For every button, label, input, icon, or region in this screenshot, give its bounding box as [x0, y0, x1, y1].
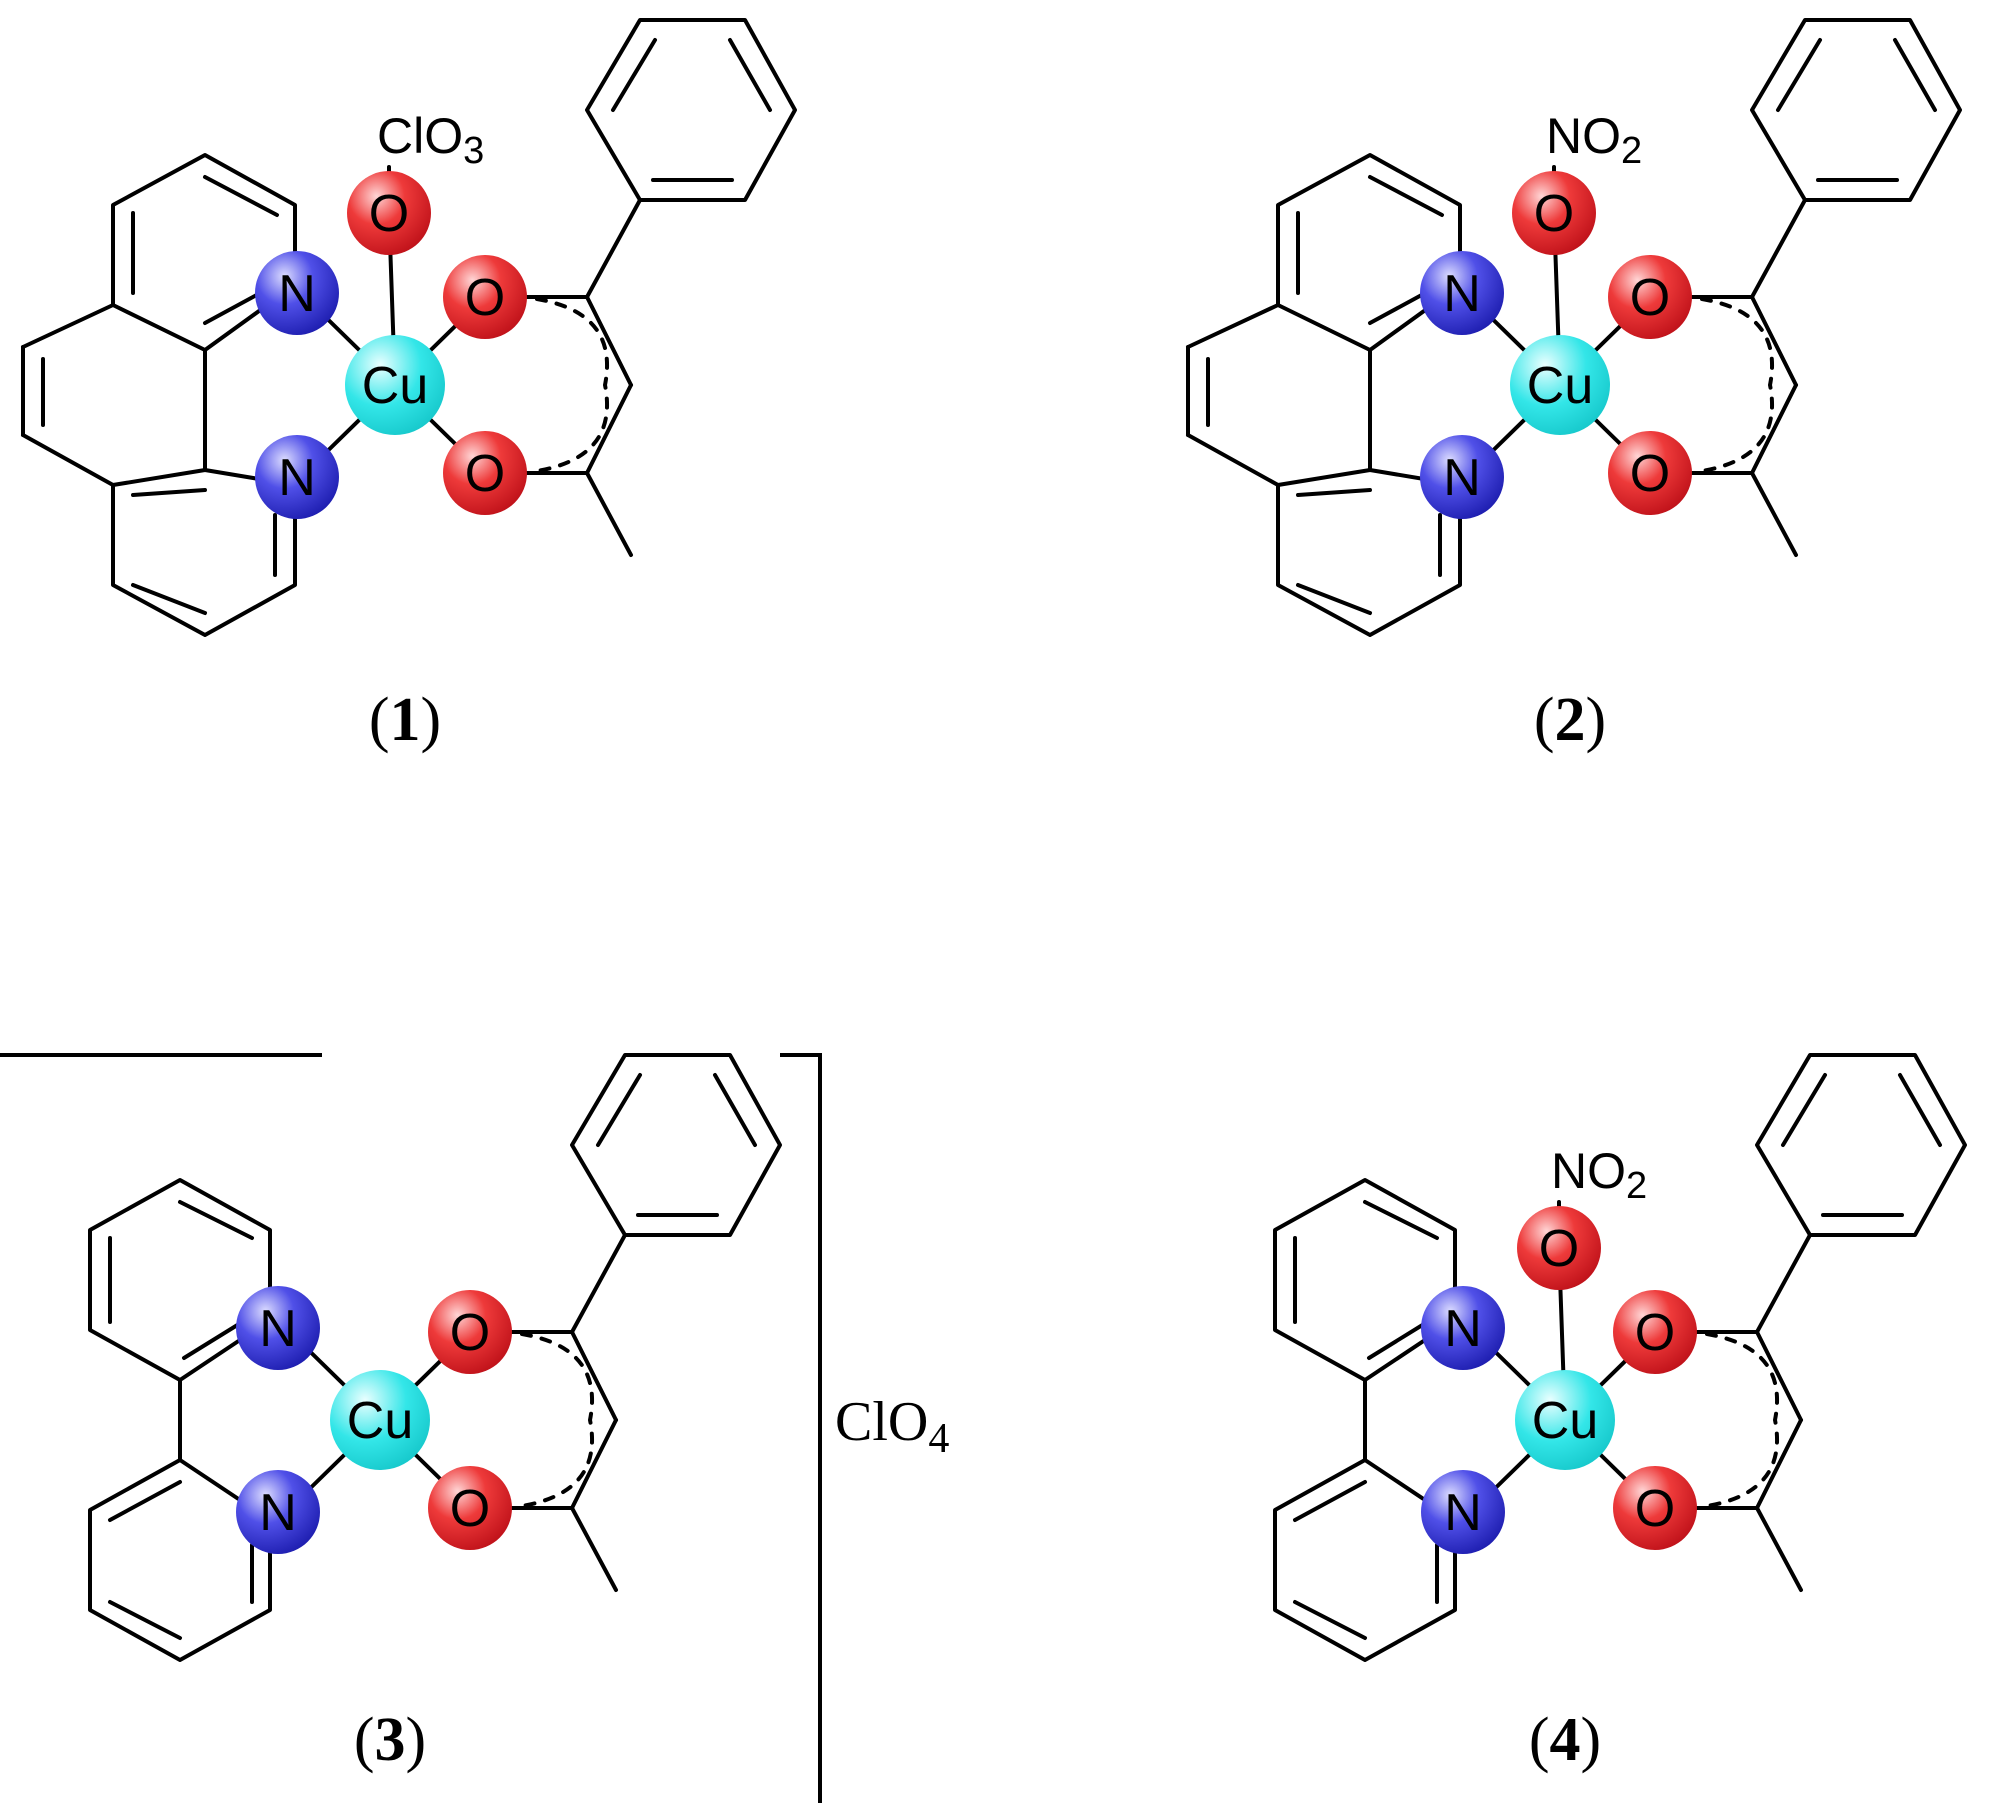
oxygen-label: O: [369, 185, 409, 243]
oxygen-atom: [1608, 255, 1692, 339]
oxygen-axial-atom: [1512, 171, 1596, 255]
nitrogen-atom: [1420, 435, 1504, 519]
oxygen-atom: [428, 1466, 512, 1550]
nitrogen-label: N: [278, 265, 316, 323]
nitrogen-atom: [236, 1470, 320, 1554]
oxygen-label: O: [465, 269, 505, 327]
oxygen-label: O: [450, 1480, 490, 1538]
nitrogen-label: N: [259, 1300, 297, 1358]
copper-label: Cu: [362, 357, 428, 415]
nitrogen-atom: [255, 251, 339, 335]
structure-caption-1: (1): [369, 686, 441, 754]
copper-atom: [1510, 335, 1610, 435]
structure-2: Cu O O O N N NO2 (2): [1186, 18, 1962, 754]
axial-ligand-label: ClO3: [377, 108, 484, 172]
structure-4: Cu O O O N N NO2 (4): [1273, 1053, 1967, 1774]
copper-label: Cu: [347, 1392, 413, 1450]
oxygen-label: O: [1635, 1304, 1675, 1362]
copper-label: Cu: [1532, 1392, 1598, 1450]
oxygen-atom: [1608, 431, 1692, 515]
oxygen-label: O: [1534, 185, 1574, 243]
nitrogen-label: N: [1444, 1300, 1482, 1358]
left-bracket: [0, 1053, 322, 1057]
nitrogen-atom: [1420, 251, 1504, 335]
oxygen-axial-atom: [347, 171, 431, 255]
nitrogen-label: N: [1443, 449, 1481, 507]
nitrogen-atom: [1421, 1470, 1505, 1554]
nitrogen-atom: [236, 1286, 320, 1370]
nitrogen-atom: [255, 435, 339, 519]
axial-ligand-label: NO2: [1546, 108, 1642, 172]
oxygen-label: O: [1630, 269, 1670, 327]
nitrogen-label: N: [278, 449, 316, 507]
nitrogen-label: N: [1444, 1484, 1482, 1542]
oxygen-label: O: [1539, 1220, 1579, 1278]
structure-caption-2: (2): [1534, 686, 1606, 754]
copper-label: Cu: [1527, 357, 1593, 415]
axial-ligand-label: NO2: [1551, 1143, 1647, 1207]
oxygen-axial-atom: [1517, 1206, 1601, 1290]
oxygen-atom: [1613, 1290, 1697, 1374]
copper-atom: [1515, 1370, 1615, 1470]
copper-atom: [330, 1370, 430, 1470]
oxygen-label: O: [465, 445, 505, 503]
structure-3: Cu O O N N ClO4 (3): [0, 1053, 949, 1803]
nitrogen-atom: [1421, 1286, 1505, 1370]
counterion-label: ClO4: [835, 1391, 949, 1462]
structure-caption-4: (4): [1529, 1706, 1601, 1774]
nitrogen-label: N: [1443, 265, 1481, 323]
right-bracket: [780, 1053, 822, 1803]
oxygen-label: O: [1635, 1480, 1675, 1538]
nitrogen-label: N: [259, 1484, 297, 1542]
oxygen-label: O: [450, 1304, 490, 1362]
oxygen-atom: [443, 431, 527, 515]
oxygen-atom: [1613, 1466, 1697, 1550]
structure-caption-3: (3): [354, 1706, 426, 1774]
oxygen-atom: [428, 1290, 512, 1374]
copper-atom: [345, 335, 445, 435]
structure-1: Cu O O O N N ClO3 (1): [21, 18, 797, 754]
oxygen-atom: [443, 255, 527, 339]
oxygen-label: O: [1630, 445, 1670, 503]
